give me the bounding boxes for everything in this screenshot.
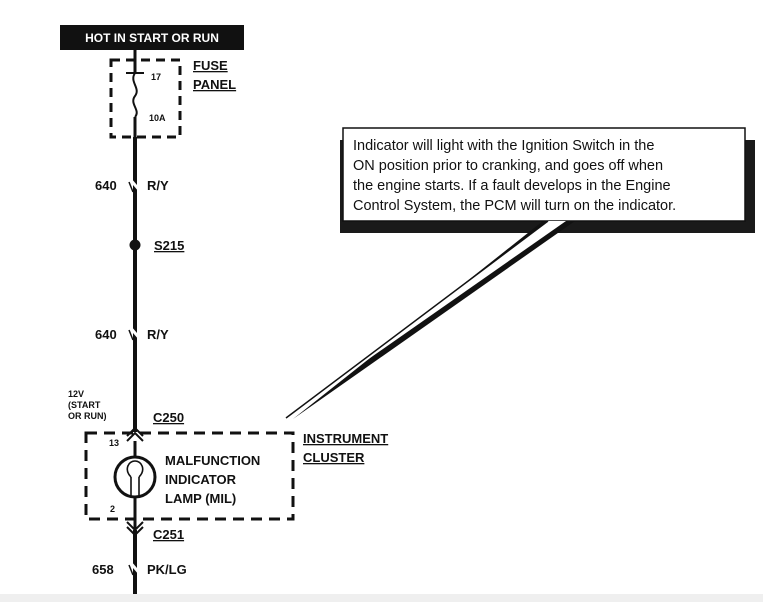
fuse-panel-label-1: FUSE — [193, 58, 228, 73]
splice-dot — [129, 239, 141, 251]
fuse-panel-label-2: PANEL — [193, 77, 236, 92]
wire-break-2 — [127, 325, 143, 341]
fuse-panel-box — [109, 58, 182, 139]
callout-line-2: ON position prior to cranking, and goes … — [353, 158, 664, 174]
wire-break-1 — [127, 177, 143, 193]
voltage-note-3: OR RUN) — [68, 411, 107, 421]
power-header-bar — [60, 25, 244, 50]
lamp-label-1: MALFUNCTION — [165, 453, 260, 468]
callout-line-3: the engine starts. If a fault develops i… — [353, 178, 671, 194]
wire-break-3 — [127, 560, 143, 576]
connector-c251-symbol — [126, 514, 144, 537]
fuse-number: 17 — [151, 72, 161, 82]
wire-1-color: R/Y — [147, 178, 169, 193]
callout-line-1: Indicator will light with the Ignition S… — [353, 138, 655, 154]
connector-c250-label: C250 — [153, 410, 184, 425]
wire-2-color: R/Y — [147, 327, 169, 342]
wire-3-circuit: 658 — [92, 562, 114, 577]
instrument-cluster-box — [84, 431, 295, 521]
voltage-note-2: (START — [68, 400, 101, 410]
lamp-label-3: LAMP (MIL) — [165, 491, 236, 506]
bottom-band — [0, 594, 763, 602]
pin-bottom: 2 — [110, 504, 115, 514]
power-header-label: HOT IN START OR RUN — [85, 31, 219, 45]
lamp-symbol — [113, 441, 157, 514]
fuse-rating: 10A — [149, 113, 166, 123]
cluster-label-1: INSTRUMENT — [303, 431, 388, 446]
fuse-symbol — [126, 50, 144, 137]
cluster-label-2: CLUSTER — [303, 450, 365, 465]
voltage-note-1: 12V — [68, 389, 84, 399]
connector-c251-label: C251 — [153, 527, 184, 542]
wire-3-color: PK/LG — [147, 562, 187, 577]
callout-pointer — [285, 220, 575, 419]
callout-text: Indicator will light with the Ignition S… — [353, 136, 738, 216]
lamp-label-2: INDICATOR — [165, 472, 237, 487]
wire-1-circuit: 640 — [95, 178, 117, 193]
pin-top: 13 — [109, 438, 119, 448]
wire-2-circuit: 640 — [95, 327, 117, 342]
splice-label: S215 — [154, 238, 184, 253]
callout-line-4: Control System, the PCM will turn on the… — [353, 198, 677, 214]
